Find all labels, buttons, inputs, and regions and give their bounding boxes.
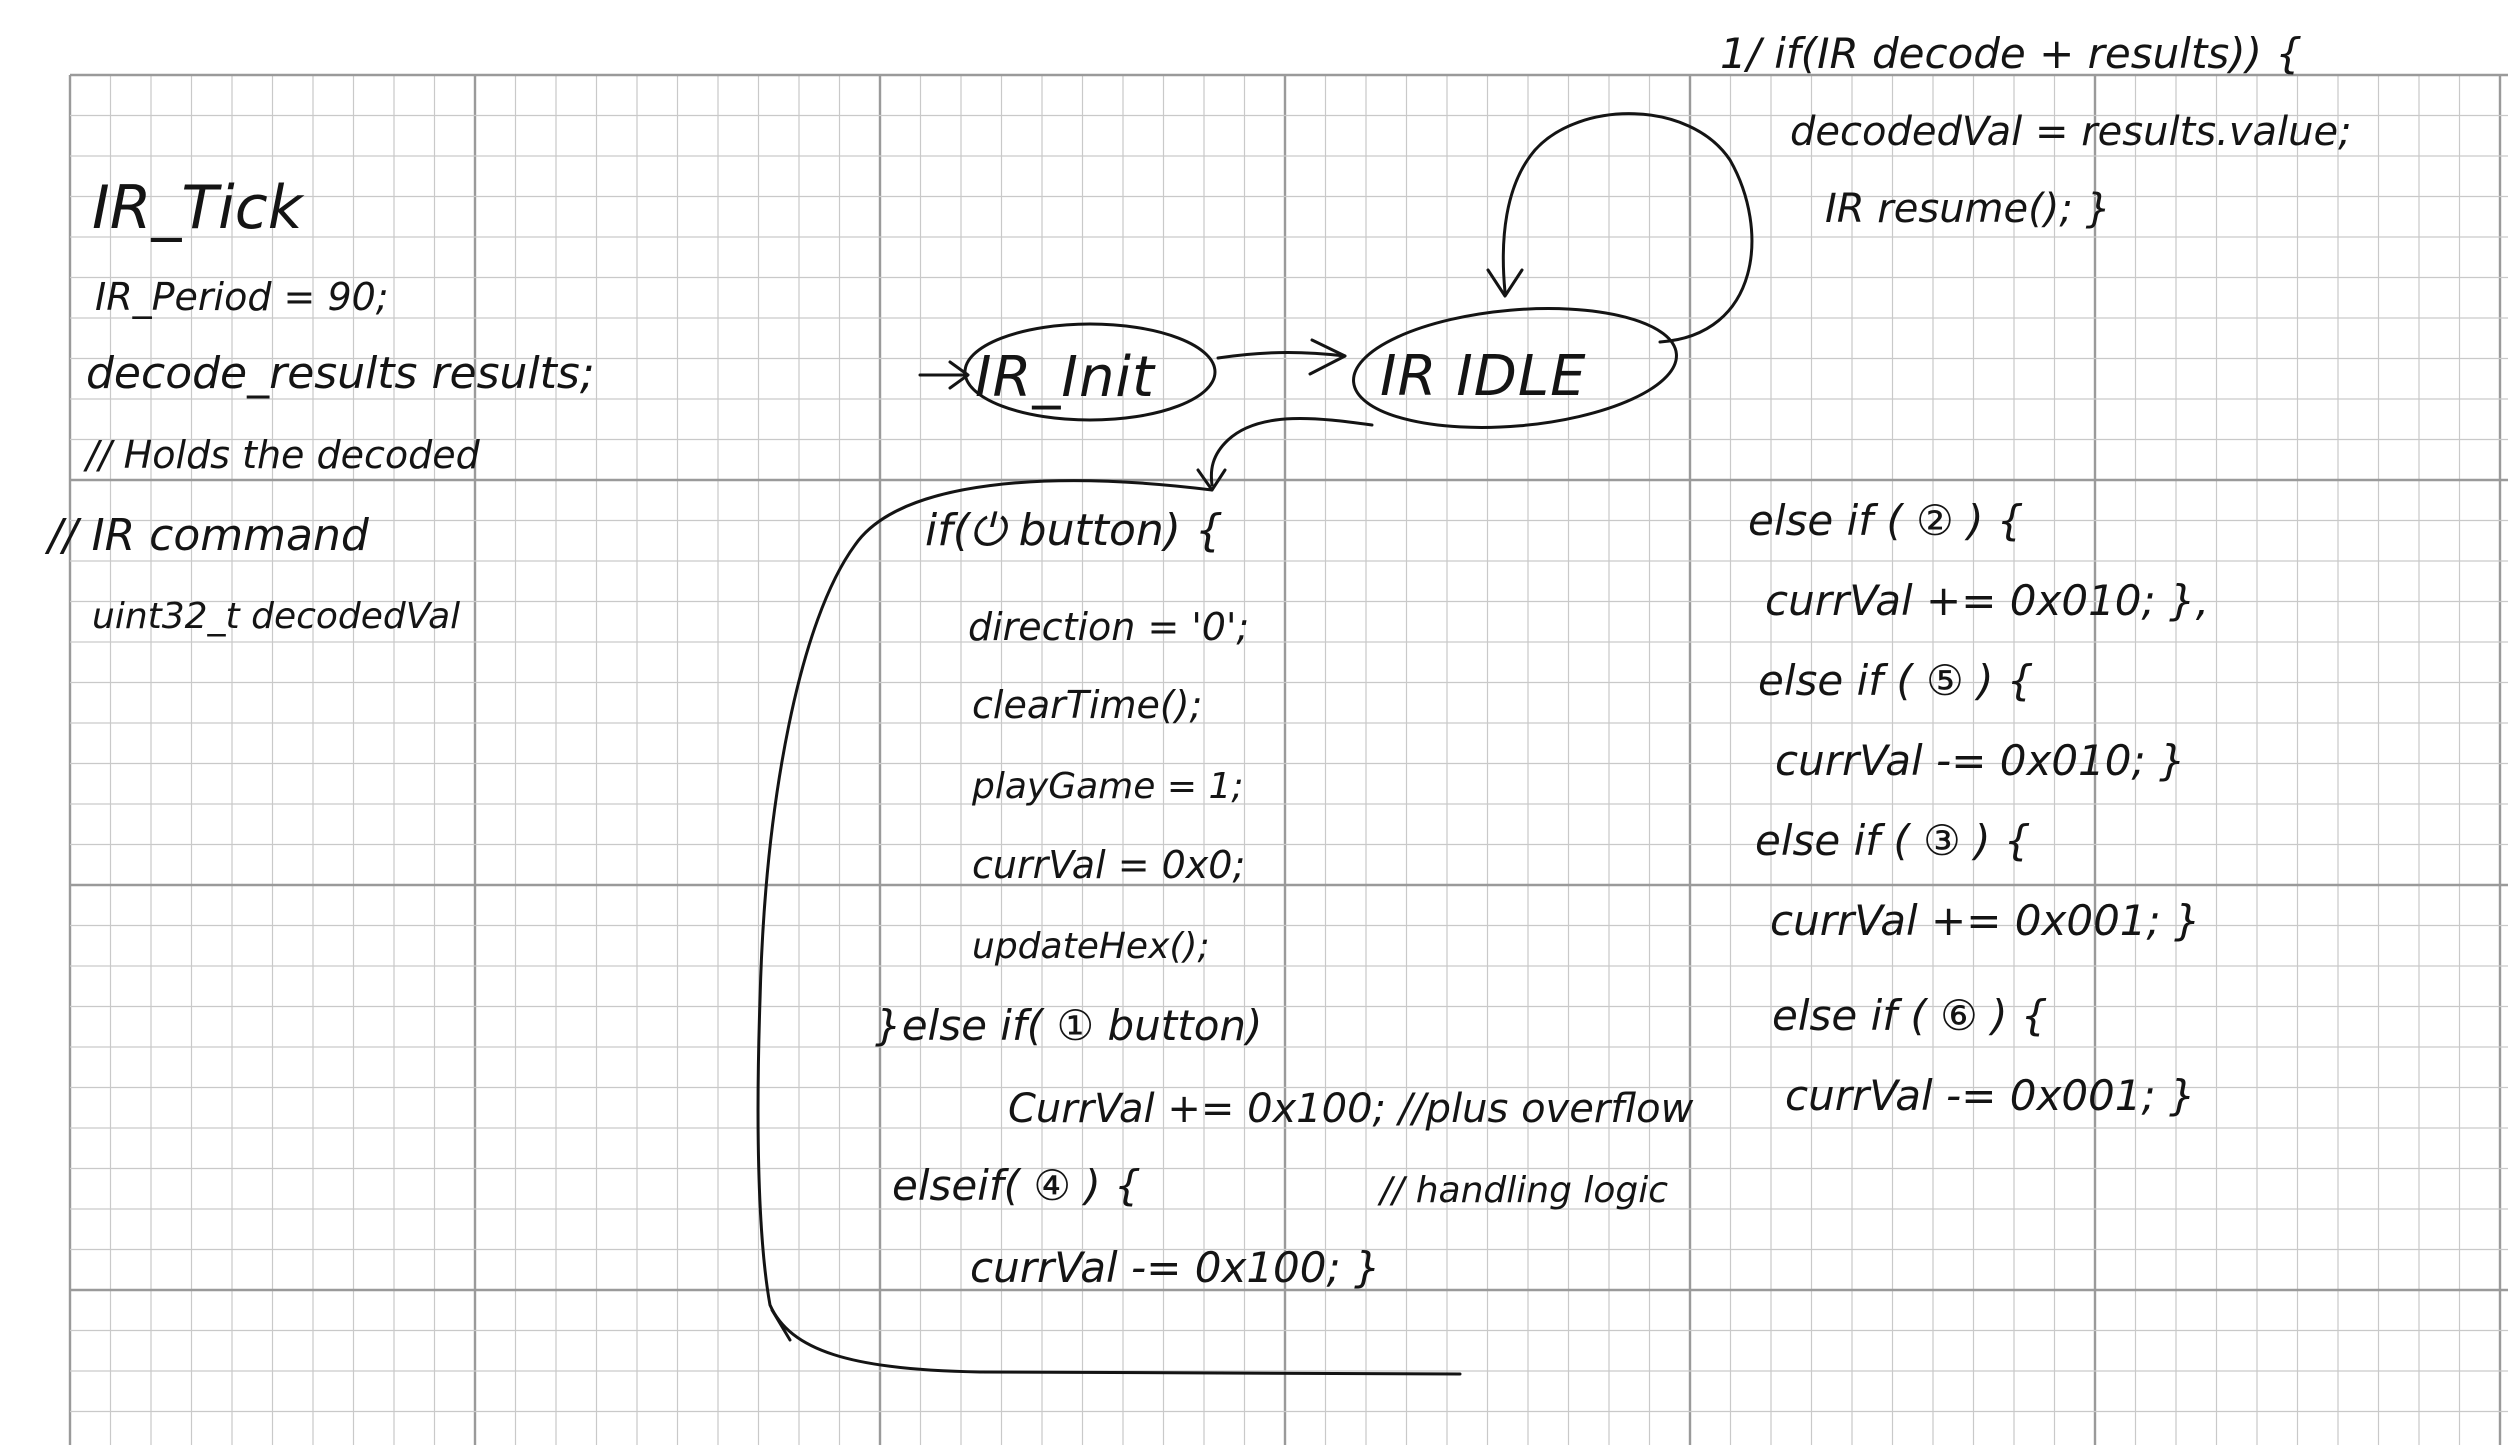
- global-line: IR_Period = 90;: [95, 275, 389, 319]
- idle-self-loop: [1501, 112, 1754, 344]
- exit-line: playGame = 1;: [971, 766, 1243, 807]
- exit-line: elseif( ④ ) {: [892, 1161, 1141, 1210]
- self-loop-line: decodedVal = results.value;: [1790, 109, 2352, 155]
- exit-line: updateHex();: [972, 926, 1210, 967]
- exit-line: currVal = 0x0;: [972, 843, 1245, 887]
- self-loop-actions: 1/ if(IR decode + results)) { decodedVal…: [1720, 29, 2352, 232]
- right-line: currVal += 0x010; },: [1765, 576, 2209, 625]
- right-else-if-block: else if ( ② ) { currVal += 0x010; }, els…: [1748, 496, 2209, 1120]
- state-diagram: IR_Init IR IDLE: [756, 112, 1754, 1376]
- right-line: else if ( ⑥ ) {: [1772, 991, 2048, 1040]
- global-line: // Holds the decoded: [83, 433, 481, 477]
- exit-line: direction = '0';: [968, 605, 1249, 649]
- self-loop-line: 1/ if(IR decode + results)) {: [1720, 29, 2302, 78]
- global-line: // IR command: [44, 510, 370, 561]
- right-line: currVal += 0x001; }: [1770, 896, 2201, 945]
- return-loop-arrow: [756, 479, 1462, 1376]
- idle-exit-actions: if(⏻ button) { direction = '0'; clearTim…: [875, 505, 1694, 1292]
- exit-line: }else if( ① button): [875, 1001, 1262, 1050]
- state-init-ellipse: [963, 322, 1217, 422]
- global-line: uint32_t decodedVal: [92, 596, 460, 637]
- state-idle-ellipse: [1352, 307, 1678, 429]
- global-declarations: IR_Tick IR_Period = 90; decode_results r…: [44, 173, 595, 637]
- self-loop-line: IR resume(); }: [1825, 186, 2111, 232]
- right-line: else if ( ③ ) {: [1755, 816, 2031, 865]
- right-line: currVal -= 0x010; }: [1775, 736, 2186, 785]
- right-line: currVal -= 0x001; }: [1785, 1071, 2196, 1120]
- idle-exit-arrow: [1209, 417, 1374, 487]
- init-to-idle-arrow-head: [1308, 338, 1347, 376]
- idle-self-loop-head: [1486, 268, 1524, 298]
- global-title: IR_Tick: [92, 173, 305, 243]
- init-to-idle-arrow: [1216, 351, 1347, 360]
- exit-line: currVal -= 0x100; }: [970, 1243, 1381, 1292]
- entry-arrow-head: [948, 360, 970, 390]
- state-idle-label: IR IDLE: [1380, 344, 1586, 409]
- exit-line: if(⏻ button) {: [925, 505, 1223, 556]
- exit-comment: // handling logic: [1377, 1170, 1668, 1211]
- exit-line: clearTime();: [972, 683, 1202, 727]
- graph-paper-grid: [68, 73, 2508, 1445]
- exit-line: CurrVal += 0x100; //plus overflow: [1008, 1086, 1694, 1132]
- right-line: else if ( ② ) {: [1748, 496, 2024, 545]
- right-line: else if ( ⑤ ) {: [1758, 656, 2034, 705]
- global-line: decode_results results;: [86, 348, 595, 399]
- state-init-label: IR_Init: [975, 345, 1156, 410]
- return-loop-tick: [770, 1308, 792, 1342]
